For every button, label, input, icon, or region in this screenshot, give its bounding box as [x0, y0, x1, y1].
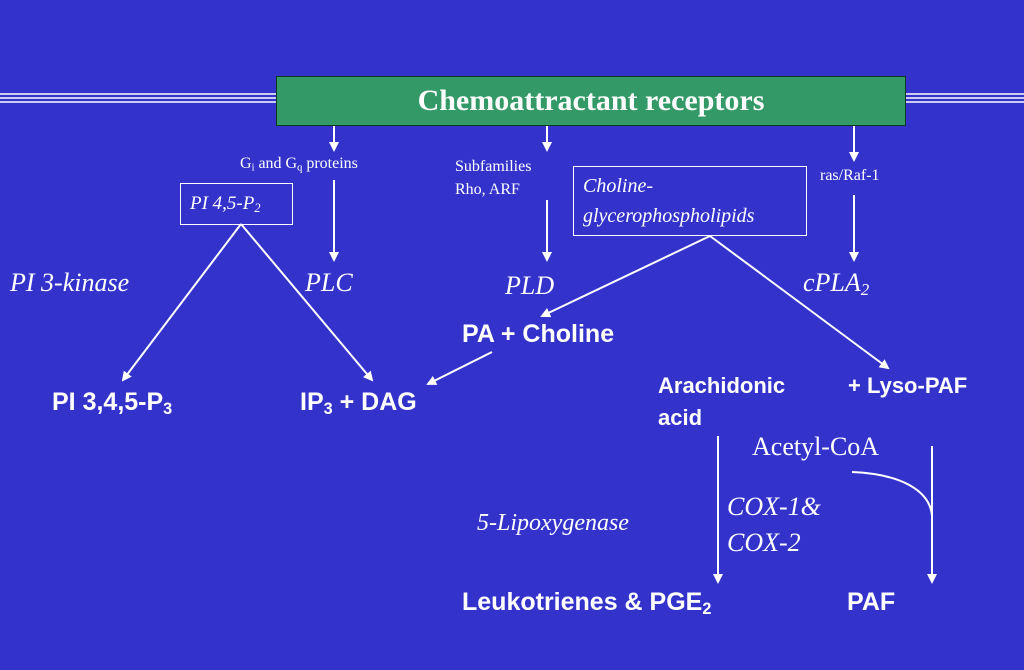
arrow-to-pa-choline: [540, 235, 711, 318]
gi-gq-proteins-label: Gi and Gq proteins: [240, 155, 358, 174]
cpla2-label: cPLA2: [803, 268, 870, 300]
pi3-kinase-label: PI 3-kinase: [10, 268, 130, 297]
pi45p2-label: PI 4,5-P2: [190, 193, 261, 216]
plc-label: PLC: [305, 268, 353, 297]
page-title: Chemoattractant receptors: [417, 84, 765, 117]
pa-choline-label: PA + Choline: [462, 320, 615, 348]
arrow-pa-to-dag: [426, 351, 493, 385]
pi345p3-label: PI 3,4,5-P3: [52, 388, 173, 419]
cox-label-line1: COX-1&: [727, 492, 821, 521]
pi45p2-box: [180, 183, 293, 225]
choline-glycerophospholipids-box: [573, 166, 807, 236]
subfamilies-label: Subfamilies: [455, 158, 532, 175]
pld-label: PLD: [505, 271, 555, 300]
ip3-dag-label: IP3 + DAG: [300, 388, 417, 419]
lyso-paf-label: + Lyso-PAF: [848, 373, 968, 398]
lipoxygenase-label: 5-Lipoxygenase: [477, 510, 629, 536]
choline-label-line2: glycerophospholipids: [583, 205, 755, 227]
arrow-to-arachidonic: [709, 235, 890, 370]
arrow-to-ip3-dag: [240, 223, 374, 382]
chemoattractant-receptors-box: Chemoattractant receptors: [276, 76, 906, 126]
cox-label-line2: COX-2: [727, 528, 801, 557]
rho-arf-label: Rho, ARF: [455, 181, 520, 198]
arrow-to-pi345p3: [121, 223, 242, 382]
leukotrienes-pge2-label: Leukotrienes & PGE2: [462, 588, 712, 619]
decor-lines: [0, 93, 1024, 103]
acetyl-coa-curve: [851, 471, 933, 517]
ras-raf-label: ras/Raf-1: [820, 167, 880, 184]
arachidonic-label-line2: acid: [658, 405, 703, 430]
acetyl-coa-label: Acetyl-CoA: [752, 432, 880, 461]
paf-label: PAF: [847, 588, 896, 616]
choline-label-line1: Choline-: [583, 175, 653, 197]
arachidonic-label-line1: Arachidonic: [658, 373, 786, 398]
